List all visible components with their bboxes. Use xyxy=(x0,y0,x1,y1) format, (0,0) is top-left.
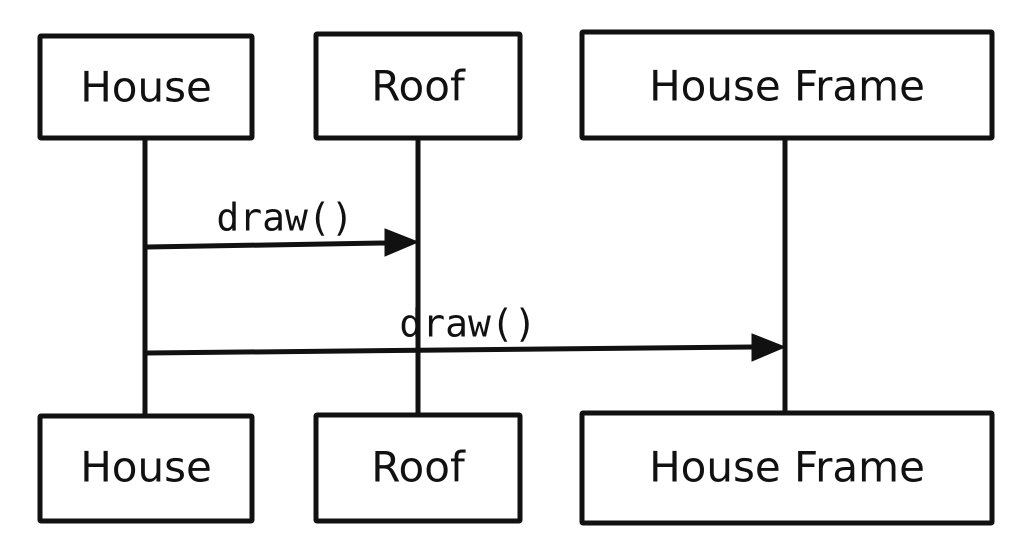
participant-top-roof: Roof xyxy=(313,31,523,141)
arrowhead-icon xyxy=(384,228,420,257)
message-label-draw-house-frame: draw() xyxy=(399,302,536,346)
participant-box xyxy=(313,412,523,524)
participant-box xyxy=(579,29,995,141)
participant-top-house: House xyxy=(37,33,255,141)
message-arrow-line xyxy=(144,344,755,356)
participant-label-roof-bottom: Roof xyxy=(371,443,466,492)
participant-bottom-house: House xyxy=(37,413,255,524)
participant-bottom-roof: Roof xyxy=(313,412,523,524)
participant-label-house-frame-top: House Frame xyxy=(649,62,925,111)
participant-box xyxy=(37,413,255,524)
participant-box xyxy=(579,410,995,526)
message-house-to-house-frame: draw() xyxy=(144,302,787,362)
message-label-draw-roof: draw() xyxy=(216,196,353,240)
participant-label-house-bottom: House xyxy=(80,443,212,492)
arrowhead-icon xyxy=(751,333,787,362)
participant-label-house-frame-bottom: House Frame xyxy=(649,443,925,492)
participant-box xyxy=(37,33,255,141)
participant-top-house-frame: House Frame xyxy=(579,29,995,141)
participant-box xyxy=(313,31,523,141)
message-house-to-roof: draw() xyxy=(144,196,420,257)
participant-label-roof-top: Roof xyxy=(371,62,466,111)
participant-label-house-top: House xyxy=(80,63,212,112)
message-arrow-line xyxy=(144,240,388,250)
participant-bottom-house-frame: House Frame xyxy=(579,410,995,526)
